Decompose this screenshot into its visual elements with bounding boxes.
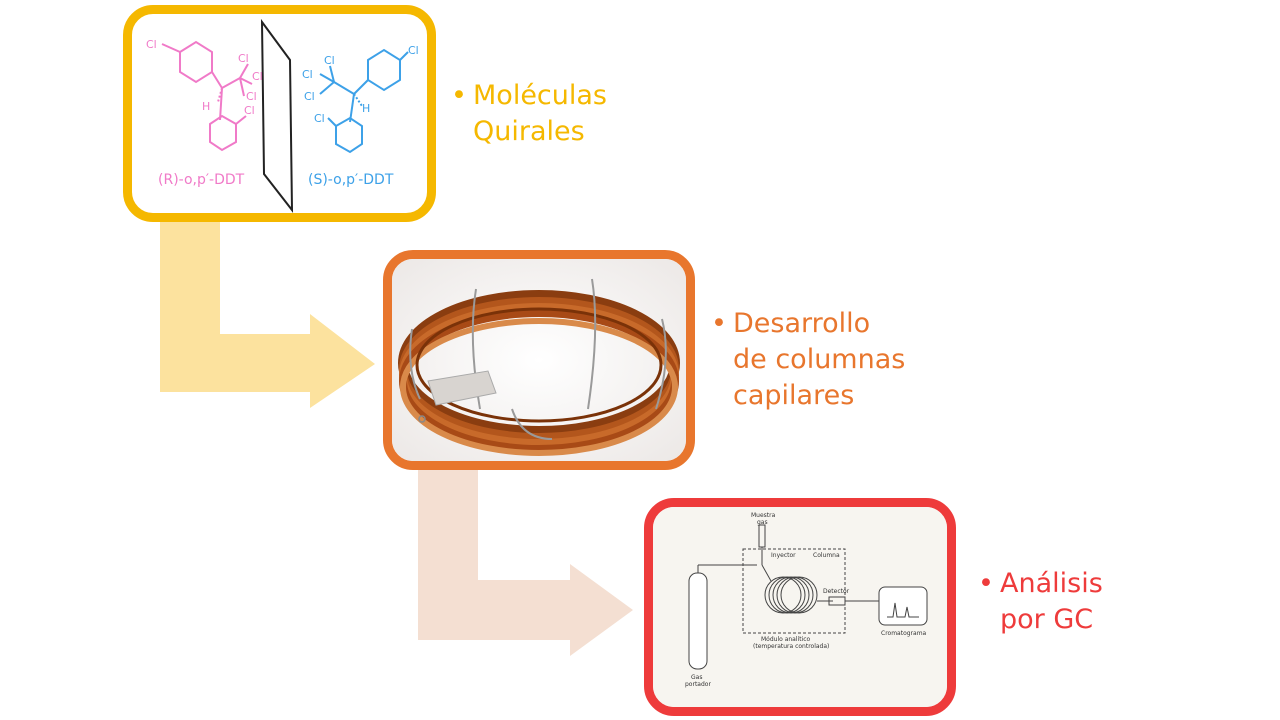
label-line: capilares xyxy=(733,380,855,411)
atom-label: Cl xyxy=(304,90,315,103)
atom-label: Cl xyxy=(252,70,263,83)
step-label-chiral-molecules: • Moléculas Quirales xyxy=(451,78,607,150)
module-label: Módulo analítico xyxy=(761,636,811,643)
atom-label: H xyxy=(202,100,210,113)
module-sublabel: (temperatura controlada) xyxy=(753,643,829,650)
ddt-enantiomers-image: Cl Cl Cl Cl H Cl (R)-o,p′-DDT Cl Cl Cl xyxy=(146,18,419,213)
atom-label: Cl xyxy=(314,112,325,125)
bullet: • xyxy=(978,568,994,599)
atom-label: Cl xyxy=(244,104,255,117)
capillary-column-image-frame xyxy=(383,250,695,470)
carrier-gas-sublabel: portador xyxy=(685,681,711,688)
label-line: Desarrollo xyxy=(733,308,871,339)
flow-arrow-1 xyxy=(160,222,375,408)
injector-label: Inyector xyxy=(771,552,796,559)
bullet: • xyxy=(711,308,727,339)
bullet: • xyxy=(451,80,467,111)
muestra-label: Muestra xyxy=(751,512,776,519)
carrier-gas-label: Gas xyxy=(691,674,702,681)
left-enantiomer-caption: (R)-o,p′-DDT xyxy=(158,172,245,188)
atom-label: Cl xyxy=(324,54,335,67)
atom-label: Cl xyxy=(146,38,157,51)
label-line: Análisis xyxy=(1000,568,1103,599)
gc-schematic: Muestra gas Inyector Columna Detector Mó… xyxy=(653,507,947,707)
detector-label: Detector xyxy=(823,588,850,595)
label-line: de columnas xyxy=(733,344,906,375)
label-line: Moléculas xyxy=(473,80,607,111)
column-label: Columna xyxy=(813,552,840,559)
atom-label: H xyxy=(362,102,370,115)
right-enantiomer-caption: (S)-o,p′-DDT xyxy=(308,172,394,188)
atom-label: Cl xyxy=(246,90,257,103)
capillary-column-photo xyxy=(392,259,686,461)
step-label-capillary-columns: • Desarrollo de columnas capilares xyxy=(711,306,906,414)
atom-label: Cl xyxy=(238,52,249,65)
label-line: Quirales xyxy=(473,116,585,147)
gas-label: gas xyxy=(757,519,768,526)
flow-arrow-2 xyxy=(418,470,633,656)
label-line: por GC xyxy=(1000,604,1094,635)
atom-label: Cl xyxy=(408,44,419,57)
step-label-gc-analysis: • Análisis por GC xyxy=(978,566,1103,638)
chromatogram-label: Cromatograma xyxy=(881,630,927,637)
molecules-image-frame: Cl Cl Cl Cl H Cl (R)-o,p′-DDT Cl Cl Cl xyxy=(123,5,436,222)
gc-schematic-image-frame: Muestra gas Inyector Columna Detector Mó… xyxy=(644,498,956,716)
atom-label: Cl xyxy=(302,68,313,81)
